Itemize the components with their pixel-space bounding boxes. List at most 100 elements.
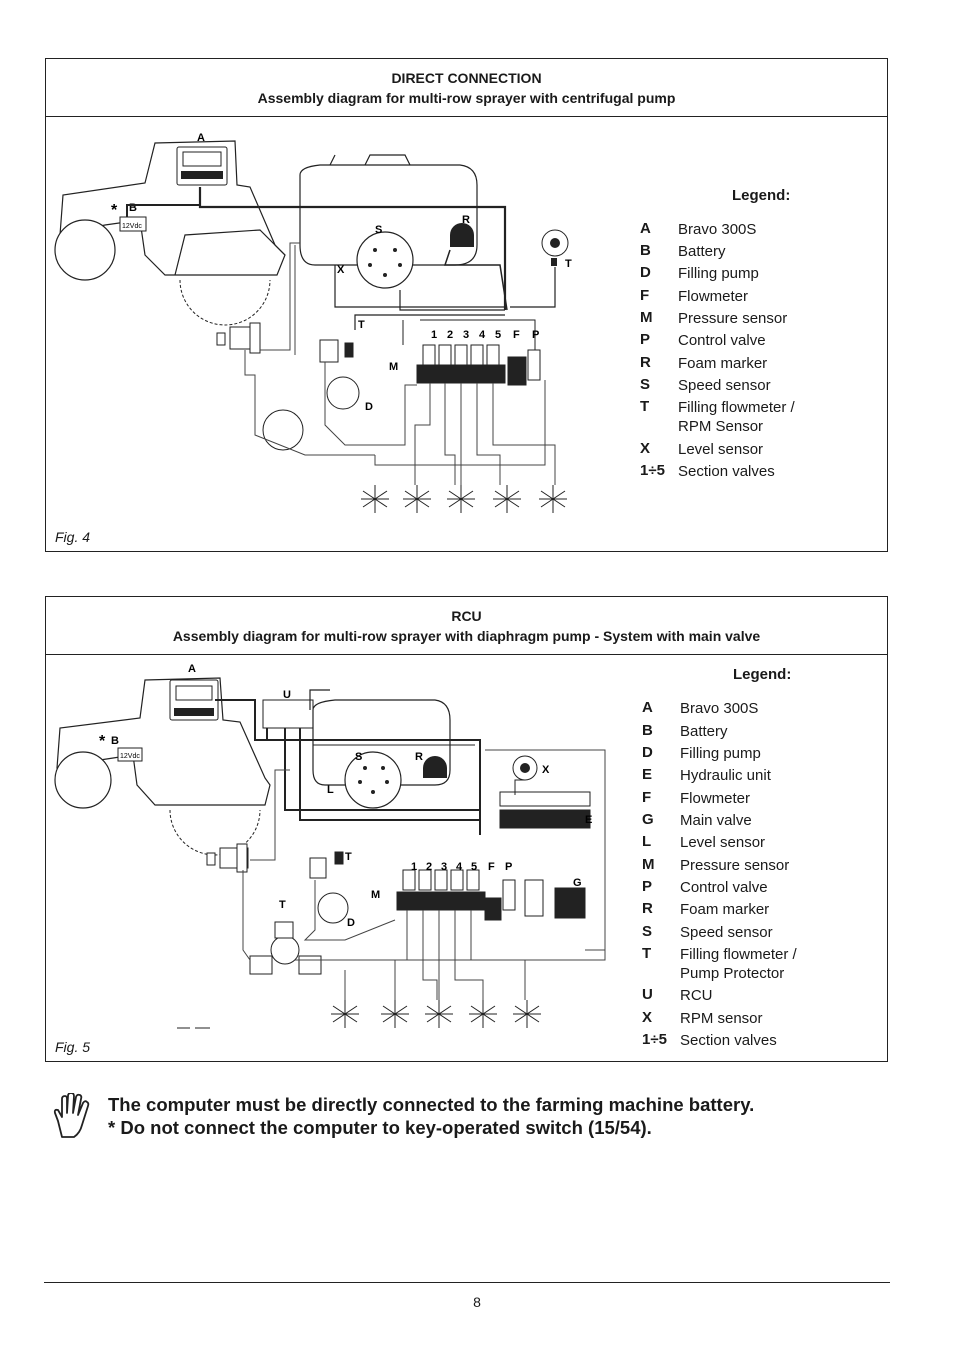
fig4-label-P: P [532,329,539,341]
fig5-legend-value: Speed sensor [680,924,773,941]
fig4-label-3: 3 [463,329,469,341]
fig5-legend-value: Flowmeter [680,790,751,807]
section-valves-icon [396,869,586,921]
fig4-frame: DIRECT CONNECTION Assembly diagram for m… [45,58,888,552]
fig4-label-4: 4 [479,329,486,341]
fig4-legend-key: B [640,242,651,259]
fig5-legend-key: R [642,900,653,917]
rpm-sensor-icon [541,229,569,266]
battery-icon: 12Vdc [117,747,143,762]
fig5-legend-value: RPM sensor [680,1010,763,1027]
fig4-subtitle: Assembly diagram for multi-row sprayer w… [257,90,676,106]
filling-pump-icon [262,339,360,451]
fig4-label-F: F [513,329,520,341]
foam-marker-icon [423,756,447,778]
fig4-label-R: R [462,214,470,226]
fig4-legend-value-cont: RPM Sensor [678,418,764,435]
diaphragm-pump-icon [249,921,322,975]
fig5-label-T2: T [279,899,286,911]
fig4-label-5: 5 [495,329,501,341]
fig5-label-R: R [415,751,423,763]
fig4-legend-value: Battery [678,243,726,260]
fig5-legend-key: E [642,766,653,783]
fig5-label-2: 2 [426,861,432,873]
fig5-title: RCU [451,608,482,624]
bravo-monitor-icon [176,146,228,186]
fig5-label-L: L [327,784,334,796]
fig5-legend-value: Section valves [680,1032,777,1049]
fig4-label-B: B [129,202,137,214]
fig5-legend-key: S [642,923,653,940]
fig4-caption: Fig. 4 [55,529,91,545]
fig5-legend-value: Filling flowmeter / [680,946,797,963]
fig5-label-U: U [283,689,291,701]
fig5-legend-key: P [642,878,653,895]
fig4-legend-key: F [640,287,650,304]
fig4-label-A: A [197,132,205,144]
fig5-legend-value: Control valve [680,879,768,896]
speed-sensor-S-icon [368,248,402,277]
speed-sensor-S-icon [358,766,389,794]
fig4-legend-value: Filling pump [678,265,759,282]
flowmeter-icon [206,843,249,873]
fig4-header: DIRECT CONNECTION Assembly diagram for m… [46,59,887,117]
fig5-legend-key: X [642,1009,653,1026]
fig5-label-M: M [371,889,380,901]
fig5-legend-value: Level sensor [680,834,766,851]
note-line-1: The computer must be directly connected … [108,1094,755,1115]
fig4-legend-value: Bravo 300S [678,221,757,238]
fig5-legend-value: Filling pump [680,745,761,762]
fig4-label-D: D [365,401,373,413]
rcu-unit-icon [262,699,314,729]
fig5-legend-value: Pressure sensor [680,857,790,874]
filling-pump-icon [309,851,349,924]
tractor-icon [54,140,286,281]
fig5-legend-key: F [642,789,652,806]
fig5-legend-key: A [642,699,653,716]
fig5-caption: Fig. 5 [55,1039,91,1055]
fig5-wiring-diagram: A 12Vdc * B U S R X E L [54,663,606,1029]
fig4-legend-value: Section valves [678,463,775,480]
fig5-legend-key: M [642,856,655,873]
bravo-monitor-icon [169,679,219,721]
fig4-label-M: M [389,361,398,373]
fig5-legend-title: Legend: [733,666,792,683]
fig5-label-E: E [585,814,592,826]
flowmeter-icon [216,322,261,354]
fig4-legend: Legend: A Bravo 300S B Battery D Filling pu… [640,187,880,487]
fig5-subtitle: Assembly diagram for multi-row sprayer w… [172,628,761,644]
fig4-label-X: X [337,264,345,276]
fig5-legend-value: Foam marker [680,901,770,918]
fig4-label-2: 2 [447,329,453,341]
fig4-star: * [111,202,118,219]
fig4-legend-key: S [640,376,651,393]
hydraulic-unit-icon [499,791,591,829]
foam-marker-icon [450,223,474,247]
fig5-header: RCU Assembly diagram for multi-row spray… [46,597,887,655]
fig5-label-B: B [111,735,119,747]
fig5-label-4: 4 [456,861,463,873]
tank-icon [299,154,478,289]
fig5-label-D: D [347,917,355,929]
fig4-legend-key: X [640,440,651,457]
fig4-label-S: S [375,224,382,236]
warning-hand-icon [53,1093,90,1138]
fig4-legend-key: M [640,309,653,326]
fig4-legend-value: Filling flowmeter / [678,399,795,416]
fig5-label-A: A [188,663,196,675]
fig4-legend-title: Legend: [732,187,791,204]
fig4-legend-value: Control valve [678,332,766,349]
fig4-legend-key: R [640,354,651,371]
note-line-2: * Do not connect the computer to key-ope… [108,1117,652,1138]
fig4-legend-value: Flowmeter [678,288,749,305]
page-number: 8 [473,1294,481,1310]
fig4-legend-key: A [640,220,651,237]
fig4-label-1: 1 [431,329,437,341]
section-valves-icon [416,344,541,386]
fig5-legend-key: T [642,945,652,962]
fig4-legend-key: D [640,264,651,281]
tank-icon [309,689,451,809]
fig5-label-T: T [345,851,352,863]
fig5-legend-value: Bravo 300S [680,700,759,717]
